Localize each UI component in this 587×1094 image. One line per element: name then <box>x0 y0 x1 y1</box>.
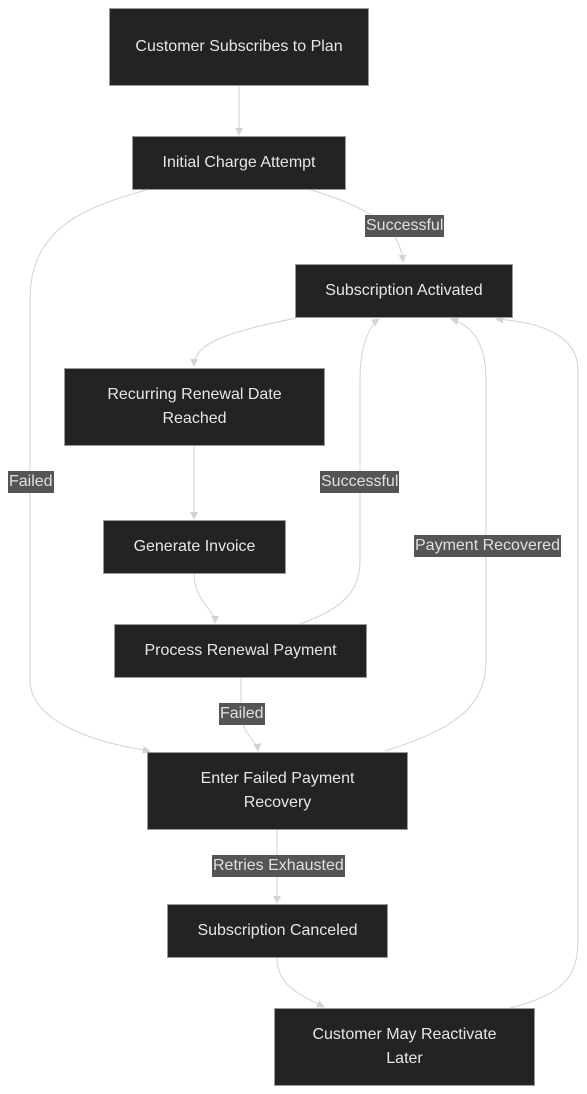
edge-label-renewal-successful: Successful <box>320 471 400 493</box>
edge-initial-charge-to-recovery <box>29 188 151 754</box>
edge-label-retries-exhausted: Retries Exhausted <box>212 855 345 877</box>
node-failed-payment-recovery: Enter Failed Payment Recovery <box>147 752 408 830</box>
edge-invoice-to-process-payment <box>193 573 219 624</box>
node-subscription-activated: Subscription Activated <box>295 264 513 318</box>
edge-activated-to-renewal-date <box>190 317 297 367</box>
node-recurring-renewal-date: Recurring Renewal Date Reached <box>64 368 325 446</box>
node-customer-may-reactivate: Customer May Reactivate Later <box>274 1008 535 1086</box>
edge-process-payment-to-activated <box>299 318 380 625</box>
node-subscription-canceled: Subscription Canceled <box>167 904 388 958</box>
node-generate-invoice: Generate Invoice <box>103 520 286 574</box>
edge-label-initial-successful: Successful <box>365 215 445 237</box>
edge-label-renewal-failed: Failed <box>219 703 265 725</box>
edge-reactivate-to-activated <box>495 315 579 1009</box>
node-customer-subscribes: Customer Subscribes to Plan <box>109 8 369 86</box>
node-process-renewal-payment: Process Renewal Payment <box>114 624 367 678</box>
edge-canceled-to-reactivate <box>276 957 325 1008</box>
edge-label-initial-failed: Failed <box>8 471 54 493</box>
edge-label-payment-recovered: Payment Recovered <box>414 535 561 557</box>
node-initial-charge-attempt: Initial Charge Attempt <box>132 136 346 190</box>
edge-recovery-to-activated <box>384 317 487 752</box>
